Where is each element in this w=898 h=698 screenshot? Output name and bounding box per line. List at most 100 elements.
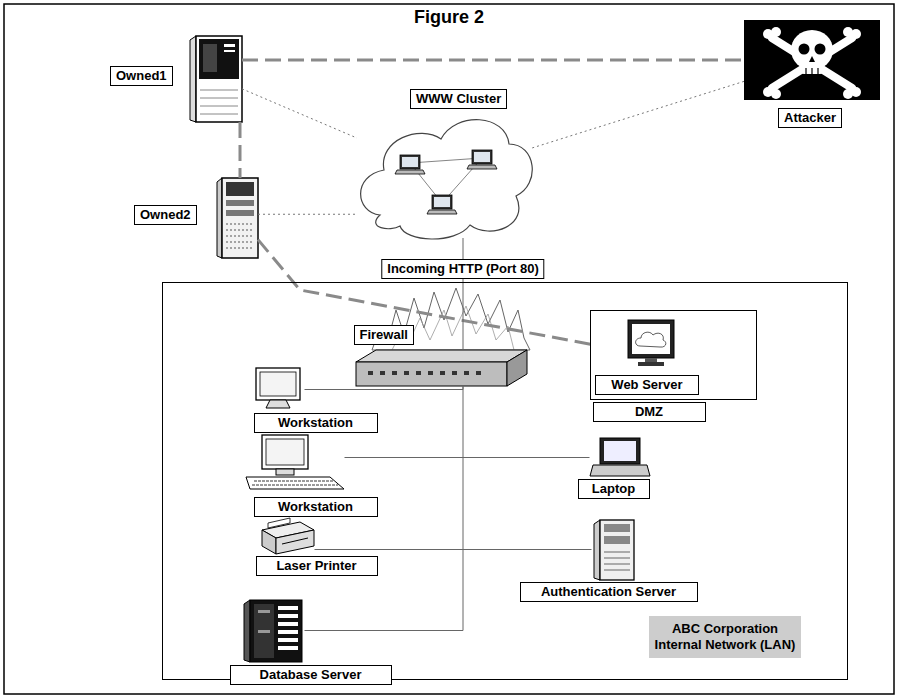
workstation-icon bbox=[254, 481, 334, 482]
internet-link bbox=[242, 89, 357, 138]
workstation-icon bbox=[246, 477, 344, 489]
database-rack-icon bbox=[278, 646, 298, 650]
firewall-device bbox=[476, 371, 481, 375]
server-node: Authentication Server bbox=[592, 520, 640, 580]
link-label: Incoming HTTP (Port 80) bbox=[381, 259, 544, 279]
firewall-device bbox=[368, 371, 373, 375]
device-label: WWW Cluster bbox=[410, 89, 507, 109]
network-caption: ABC Corporation Internal Network (LAN) bbox=[649, 616, 801, 658]
server-tower-icon bbox=[604, 570, 630, 571]
database-rack-icon bbox=[278, 638, 298, 642]
firewall-device bbox=[452, 371, 457, 375]
monitor-icon bbox=[636, 332, 666, 347]
dmz-zone: DMZWeb Server bbox=[590, 310, 757, 400]
cloud-shape bbox=[395, 155, 425, 174]
device-label: Firewall bbox=[354, 325, 414, 345]
server-tower-icon bbox=[594, 520, 600, 580]
skull-flag-icon bbox=[771, 27, 781, 37]
skull-flag-icon bbox=[744, 20, 880, 100]
printer-icon bbox=[276, 530, 314, 554]
firewall-device bbox=[464, 371, 469, 375]
database-rack-icon bbox=[244, 600, 250, 662]
device-label: Laptop bbox=[578, 479, 650, 499]
server-tower-icon bbox=[217, 178, 258, 258]
server-tower-icon bbox=[226, 182, 254, 196]
network-cable bbox=[315, 549, 592, 550]
server-tower-icon bbox=[200, 114, 238, 115]
compromised-server: Owned2 bbox=[222, 178, 258, 258]
firewall-device bbox=[416, 371, 421, 375]
skull-flag-icon bbox=[799, 44, 810, 55]
cloud-node: WWW Cluster bbox=[357, 113, 532, 238]
skull-flag-icon bbox=[843, 27, 853, 37]
workstation-node: Workstation bbox=[245, 435, 345, 490]
workstation-icon bbox=[256, 368, 300, 400]
laptop-icon bbox=[604, 441, 636, 461]
workstation-icon bbox=[256, 368, 300, 408]
firewall-device bbox=[380, 371, 385, 375]
network-cable bbox=[463, 238, 464, 350]
database-rack-icon bbox=[278, 614, 298, 618]
device-label: Workstation bbox=[254, 413, 378, 433]
database-rack-icon bbox=[278, 606, 298, 610]
skull-flag-icon bbox=[815, 44, 826, 55]
server-tower-icon bbox=[190, 36, 242, 122]
server-tower-icon bbox=[226, 200, 254, 206]
skull-flag-icon bbox=[817, 68, 818, 74]
workstation-icon bbox=[246, 435, 344, 489]
skull-flag-icon bbox=[809, 56, 815, 62]
database-rack-icon bbox=[258, 630, 270, 633]
server-tower-icon bbox=[604, 524, 630, 532]
monitor-icon bbox=[632, 324, 670, 354]
server-tower-icon bbox=[594, 520, 634, 580]
device-label: Web Server bbox=[595, 375, 699, 395]
firewall-node: Firewall bbox=[356, 350, 527, 386]
server-tower-icon bbox=[226, 210, 254, 216]
server-tower-icon bbox=[203, 44, 217, 72]
database-node: Database Server bbox=[247, 600, 305, 662]
server-tower-icon bbox=[226, 236, 254, 237]
skull-flag-icon bbox=[805, 68, 806, 74]
cloud-shape bbox=[427, 195, 457, 214]
server-tower-icon bbox=[604, 558, 630, 559]
printer-icon bbox=[262, 530, 276, 554]
server-tower-icon bbox=[604, 552, 630, 553]
internet-link bbox=[532, 81, 744, 148]
database-rack-icon bbox=[258, 610, 270, 613]
database-rack-icon bbox=[278, 622, 298, 626]
web-server-node: Web Server bbox=[593, 315, 703, 395]
laptop-icon bbox=[600, 438, 640, 464]
cloud-shape bbox=[361, 120, 533, 239]
device-label: Laser Printer bbox=[256, 556, 378, 576]
monitor-icon bbox=[638, 362, 664, 366]
attack-path bbox=[258, 240, 593, 345]
figure-frame bbox=[4, 4, 894, 694]
server-tower-icon bbox=[222, 178, 258, 258]
monitor-icon bbox=[645, 358, 657, 362]
workstation-icon bbox=[266, 400, 290, 408]
printer-node: Laser Printer bbox=[257, 522, 315, 555]
server-tower-icon bbox=[226, 230, 254, 231]
server-tower-icon bbox=[190, 36, 196, 122]
workstation-icon bbox=[260, 372, 296, 396]
figure-title: Figure 2 bbox=[0, 6, 898, 28]
attacker-node: Attacker bbox=[744, 20, 880, 100]
device-label: Database Server bbox=[230, 665, 392, 685]
firewall-device bbox=[428, 371, 433, 375]
workstation-icon bbox=[262, 435, 308, 469]
compromised-server: Owned1 bbox=[196, 36, 242, 122]
attack-path bbox=[242, 59, 744, 62]
network-boundary: ABC Corporation Internal Network (LAN) Fi… bbox=[162, 282, 848, 680]
device-label: Authentication Server bbox=[520, 582, 698, 602]
firewall-device bbox=[356, 362, 507, 386]
network-cable bbox=[305, 386, 464, 390]
server-tower-icon bbox=[226, 224, 254, 225]
device-label: Owned2 bbox=[134, 205, 197, 225]
workstation-node: Workstation bbox=[250, 368, 305, 412]
network-cable bbox=[345, 457, 590, 458]
internet-link bbox=[258, 214, 357, 215]
workstation-icon bbox=[252, 485, 338, 486]
firewall-device bbox=[440, 371, 445, 375]
server-tower-icon bbox=[224, 44, 235, 47]
